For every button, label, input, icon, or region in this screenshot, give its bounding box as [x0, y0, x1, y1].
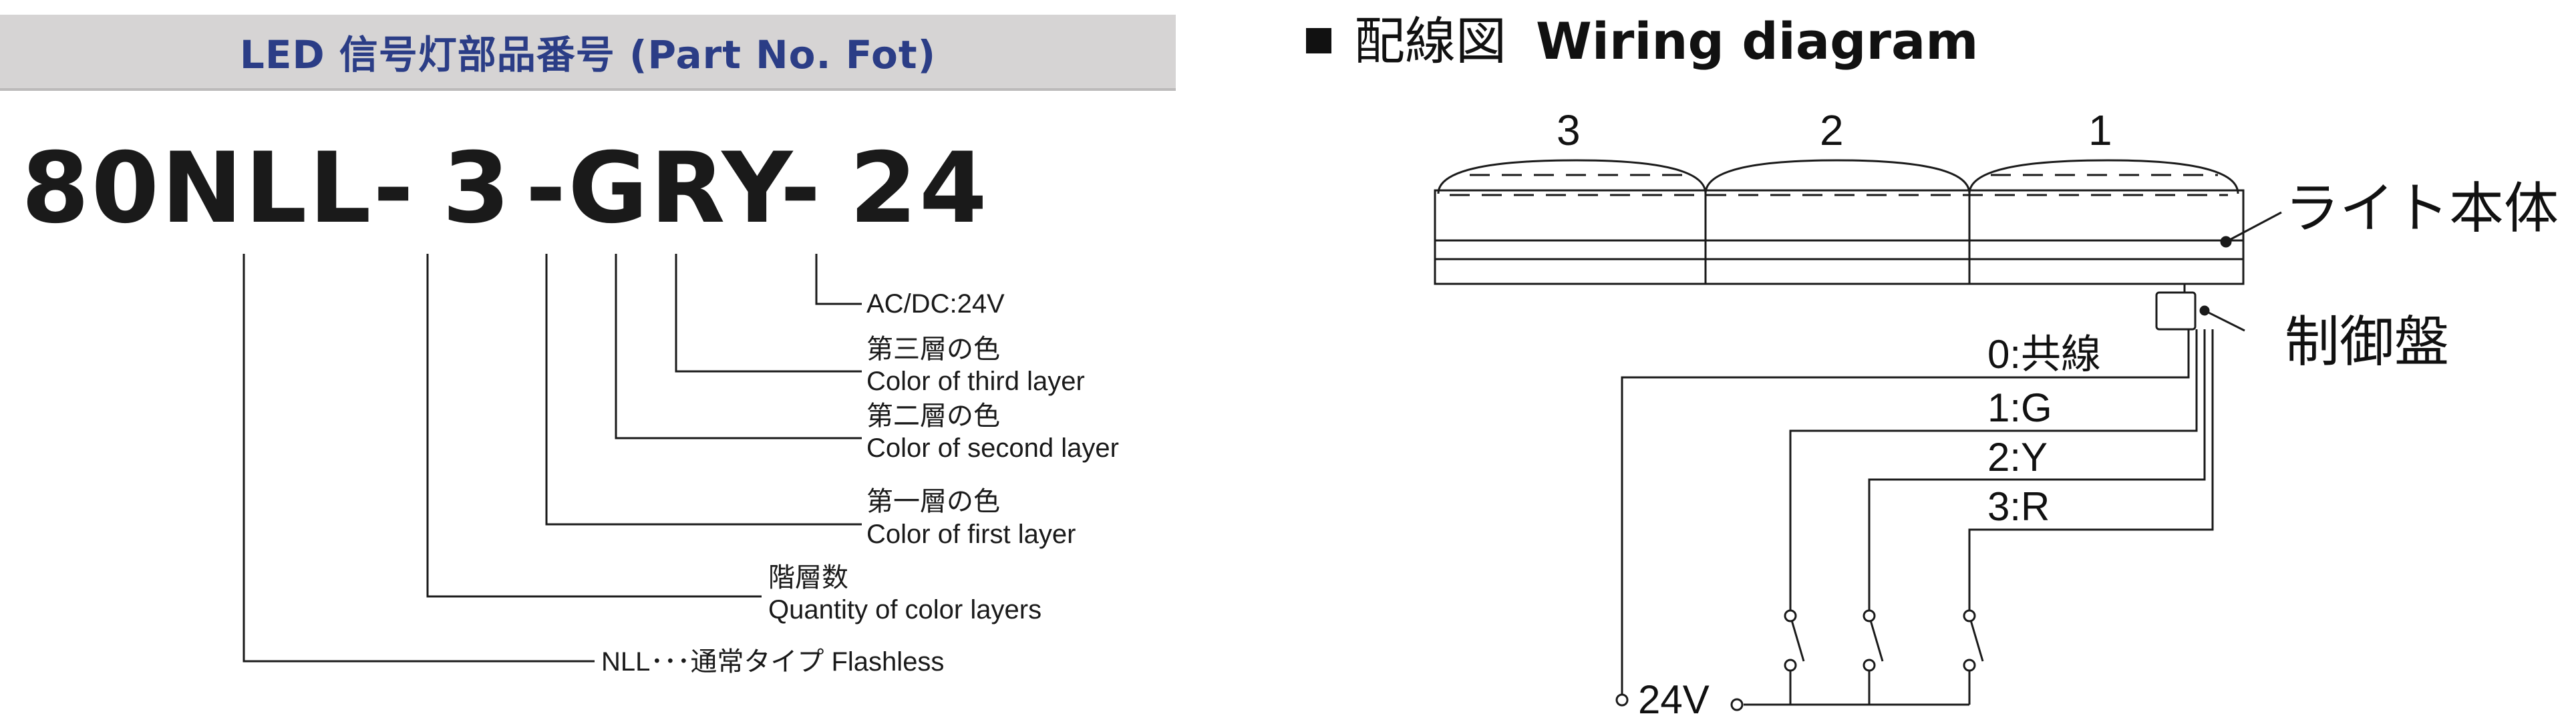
callout-type: NLL･･･通常タイプ Flashless	[601, 647, 945, 677]
light-body-label: ライト本体	[2285, 177, 2559, 240]
callout-line-type	[243, 254, 595, 663]
supply-label: 24V	[1638, 677, 1710, 722]
switch-contacts	[1615, 609, 1976, 711]
wiring-title-en: Wiring diagram	[1536, 11, 1979, 71]
banner-title: LED 信号灯部品番号 (Part No. Fot)	[239, 32, 937, 77]
wiring-title: 配線図 Wiring diagram	[1306, 0, 1978, 73]
control-box	[2155, 284, 2245, 332]
tier-number-1: 1	[2088, 106, 2112, 154]
wire-label-common: 0:共線	[1987, 332, 2102, 377]
wiring-title-jp: 配線図	[1354, 11, 1506, 71]
callout-voltage: AC/DC:24V	[866, 289, 1005, 319]
wire-label-red: 3:R	[1987, 484, 2050, 529]
callout-first-en: Color of first layer	[866, 520, 1076, 549]
callout-third-jp: 第三層の色	[866, 335, 1000, 364]
part-series: 80NLL-	[21, 132, 416, 245]
part-voltage: 24	[849, 132, 989, 245]
tier-number-2: 2	[1820, 106, 1844, 154]
part-number: 80NLL-3-GRY-24	[21, 122, 989, 255]
signal-light-body	[1434, 159, 2245, 285]
callout-line-second	[615, 254, 862, 439]
callout-second-jp: 第二層の色	[866, 401, 1000, 431]
bullet-square-icon	[1306, 28, 1331, 53]
light-body-leader	[2220, 211, 2282, 248]
callout-line-first	[545, 254, 862, 526]
wires	[1621, 329, 2214, 706]
callout-quantity-jp: 階層数	[768, 563, 848, 592]
wire-label-yellow: 2:Y	[1987, 435, 2048, 480]
part-separator: -	[525, 132, 569, 245]
callout-line-voltage	[815, 254, 862, 305]
callout-lines	[243, 254, 862, 663]
callout-second-en: Color of second layer	[866, 433, 1119, 463]
part-layers: 3	[442, 132, 512, 245]
tier-number-3: 3	[1557, 106, 1581, 154]
callout-line-third	[675, 254, 862, 373]
control-panel-label: 制御盤	[2285, 311, 2450, 374]
part-colors: GRY-	[568, 132, 823, 245]
callout-quantity-en: Quantity of color layers	[768, 595, 1042, 624]
callout-third-en: Color of third layer	[866, 367, 1085, 396]
wire-label-green: 1:G	[1987, 385, 2052, 430]
part-number-banner: LED 信号灯部品番号 (Part No. Fot)	[0, 15, 1176, 91]
callout-first-jp: 第一層の色	[866, 487, 1000, 516]
callout-line-quantity	[426, 254, 762, 598]
